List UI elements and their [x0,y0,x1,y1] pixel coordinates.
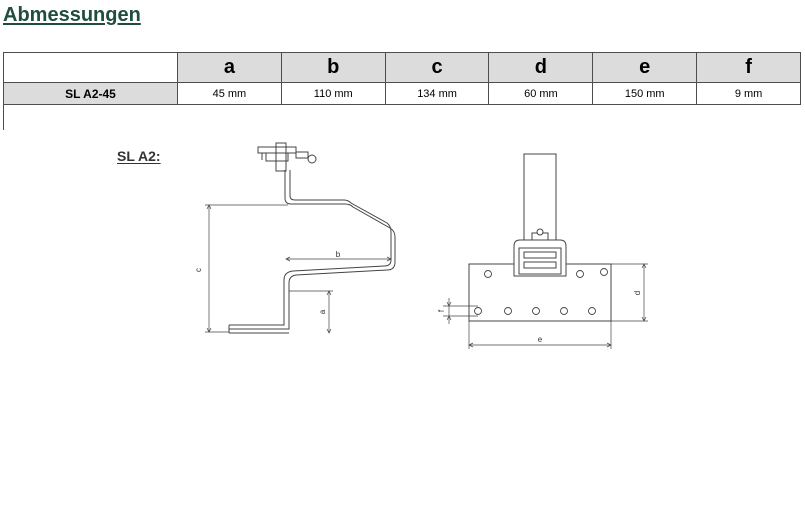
value-cell-a: 45 mm [177,82,282,105]
dim-label-a: a [318,309,327,314]
model-name-cell: SL A2-45 [3,82,178,105]
page-heading: Abmessungen [3,4,141,26]
value-cell-b: 110 mm [280,82,386,105]
dim-label-b: b [336,250,341,259]
table-header-row: a b c d e f [3,52,801,83]
dim-label-c: c [194,268,203,272]
front-view-labels: e d f [437,291,642,344]
value-cell-d: 60 mm [488,82,594,105]
table-border-stub [3,104,4,130]
dimensions-table: a b c d e f SL A2-45 45 mm 110 mm 134 mm… [3,52,801,105]
front-view-hook [468,153,612,322]
side-view-labels: c b a [194,250,341,314]
column-header-b: b [280,52,386,83]
column-header-e: e [592,52,698,83]
column-header-d: d [488,52,594,83]
side-view-dimensions [205,204,392,334]
front-view-holes [474,268,608,315]
value-cell-e: 150 mm [592,82,698,105]
table-row: SL A2-45 45 mm 110 mm 134 mm 60 mm 150 m… [3,82,801,105]
side-view-hook [228,142,396,334]
value-cell-f: 9 mm [696,82,801,105]
value-cell-c: 134 mm [384,82,490,105]
column-header-f: f [696,52,801,83]
dim-label-d: d [633,291,642,295]
column-header-c: c [384,52,490,83]
dim-label-f: f [437,309,446,312]
figure-label: SL A2: [117,148,161,164]
dim-label-e: e [538,335,543,344]
front-view-dimensions [443,263,648,349]
